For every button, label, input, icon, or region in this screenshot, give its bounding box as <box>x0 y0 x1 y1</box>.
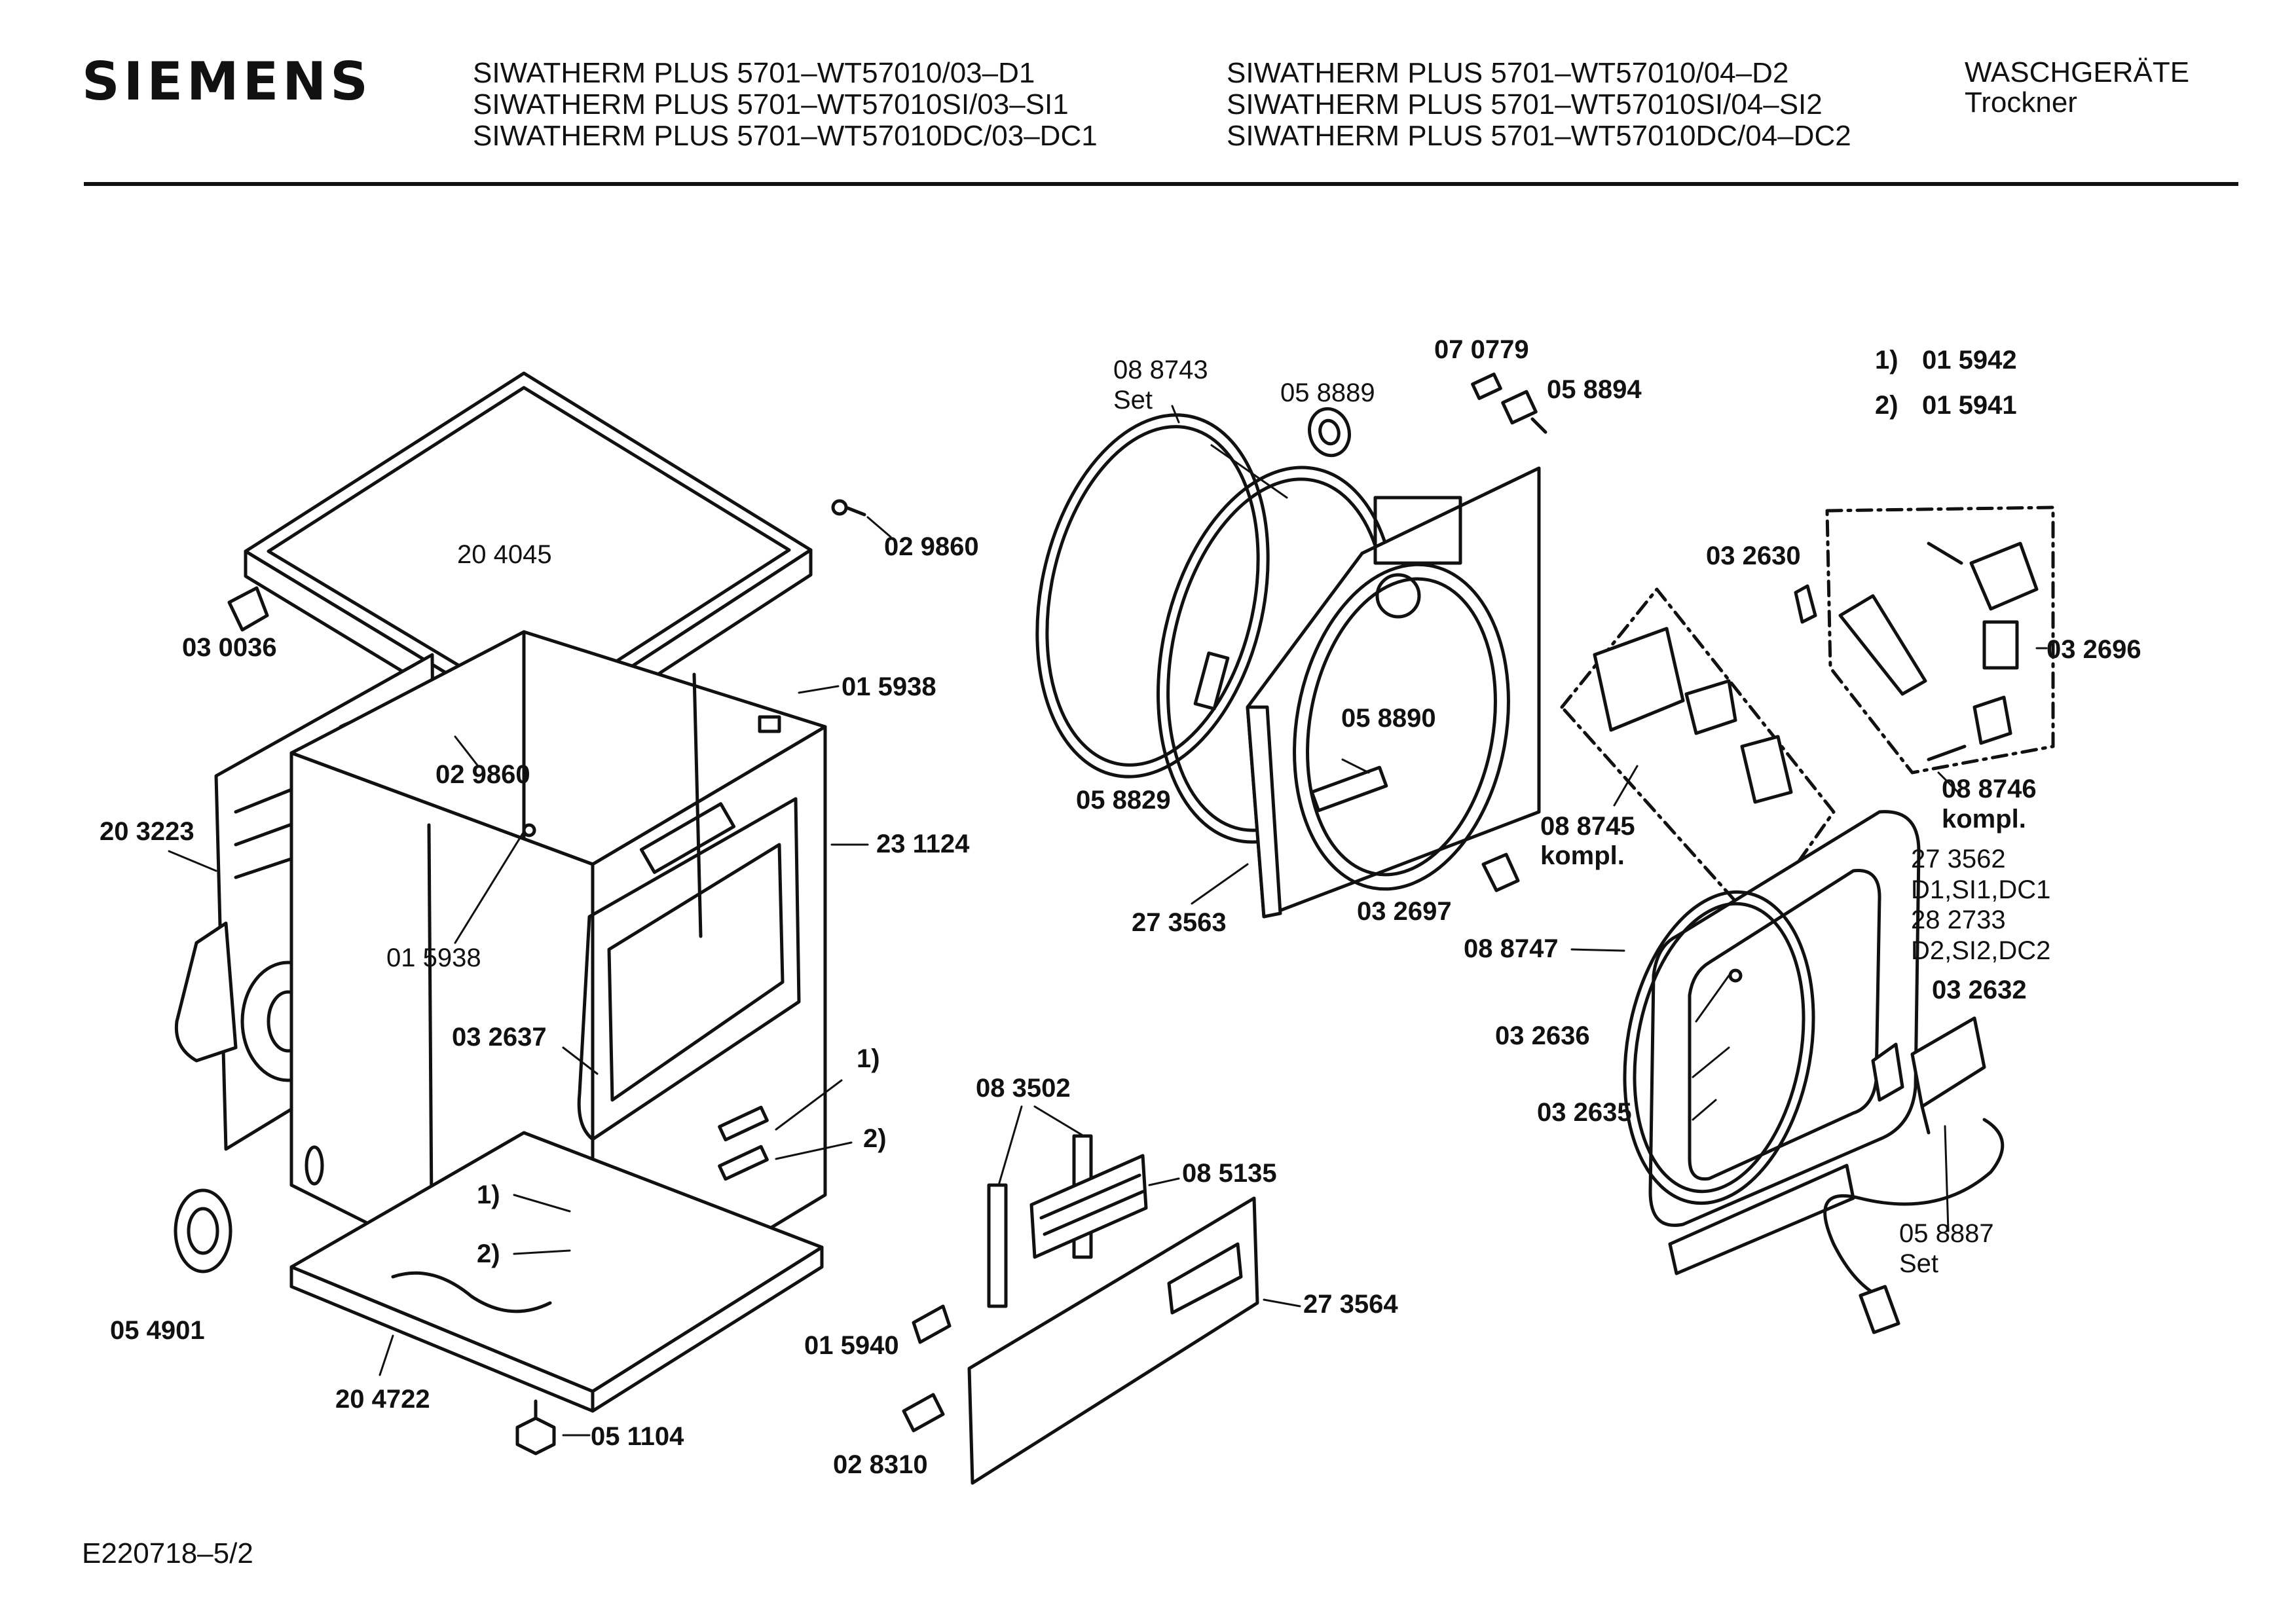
part-label: 05 8894 <box>1547 375 1642 404</box>
front-panel-drawing <box>967 1196 1301 1485</box>
part-label: 20 4722 <box>335 1385 430 1414</box>
heater-cable-drawing <box>1823 1118 2005 1334</box>
variant-label: D2,SI2,DC2 <box>1911 936 2050 965</box>
part-label: 03 2697 <box>1357 897 1452 926</box>
front-bulkhead-drawing <box>1246 466 1541 919</box>
part-label: 02 9860 <box>435 760 530 789</box>
part-label: 08 8743 <box>1113 356 1208 384</box>
part-label: 05 8890 <box>1341 704 1436 733</box>
part-label: kompl. <box>1942 805 2026 833</box>
part-label: 08 8747 <box>1464 934 1559 963</box>
note-marker: 2) <box>477 1239 500 1268</box>
part-label: 28 2733 <box>1911 906 2006 934</box>
note-marker: 1) <box>857 1044 880 1073</box>
switch-drawing <box>1481 852 1520 892</box>
model-line: SIWATHERM PLUS 5701–WT57010/04–D2 <box>1227 57 1789 89</box>
part-label: 08 8746 <box>1942 775 2037 803</box>
part-label: Set <box>1113 386 1153 414</box>
part-label: 01 5938 <box>386 943 481 972</box>
part-label: 27 3563 <box>1132 908 1227 937</box>
foot-drawing <box>515 1399 556 1456</box>
door-screw-drawing <box>1728 968 1743 983</box>
legend-marker: 1) <box>1875 346 1898 375</box>
part-label: 05 8887 <box>1899 1219 1994 1248</box>
category-subtitle: Trockner <box>1965 86 2077 119</box>
category-title: WASCHGERÄTE <box>1965 56 2190 88</box>
part-label: 05 4901 <box>110 1316 205 1345</box>
legend-value: 01 5941 <box>1922 391 2017 420</box>
variant-label: D1,SI1,DC1 <box>1911 875 2050 904</box>
screw-drawing <box>831 499 866 517</box>
part-label: 03 2637 <box>452 1023 547 1052</box>
header-rule <box>84 182 2238 186</box>
part-label: 07 0779 <box>1434 335 1529 364</box>
part-label: 01 5940 <box>804 1331 899 1360</box>
part-label: 20 4045 <box>457 540 552 569</box>
note-marker: 2) <box>863 1124 887 1153</box>
model-list-2: SIWATHERM PLUS 5701–WT57010/04–D2 SIWATH… <box>1227 58 1851 152</box>
part-label: 20 3223 <box>100 817 194 846</box>
thermostat-drawing <box>1308 407 1351 458</box>
model-list-1: SIWATHERM PLUS 5701–WT57010/03–D1 SIWATH… <box>473 58 1098 152</box>
note-marker: 1) <box>477 1181 500 1209</box>
part-label: 27 3564 <box>1303 1290 1398 1319</box>
document-code: E220718–5/2 <box>82 1537 253 1569</box>
door-frame-drawing <box>1623 810 1921 1275</box>
door-lock-kit-drawing <box>1825 505 2055 775</box>
part-label: 03 2696 <box>2046 635 2141 664</box>
clip-drawing <box>227 586 269 632</box>
part-label: 03 2632 <box>1932 976 2027 1004</box>
part-label: 23 1124 <box>876 830 970 858</box>
part-label: 02 8310 <box>833 1450 928 1479</box>
part-label: 03 2635 <box>1537 1098 1632 1127</box>
part-label: Set <box>1899 1249 1938 1278</box>
category-block: WASCHGERÄTE Trockner <box>1965 58 2189 118</box>
part-label: 05 1104 <box>591 1422 684 1451</box>
part-label: 08 8745 <box>1540 812 1635 841</box>
model-line: SIWATHERM PLUS 5701–WT57010SI/04–SI2 <box>1227 88 1823 120</box>
model-line: SIWATHERM PLUS 5701–WT57010DC/04–DC2 <box>1227 120 1851 152</box>
part-label: 05 8829 <box>1076 786 1171 815</box>
sensor-drawing <box>1471 373 1547 434</box>
model-line: SIWATHERM PLUS 5701–WT57010/03–D1 <box>473 57 1035 89</box>
part-label: 08 3502 <box>976 1074 1071 1103</box>
part-label: 08 5135 <box>1182 1159 1277 1188</box>
base-frame-drawing <box>289 1131 824 1413</box>
part-label: 03 0036 <box>182 633 277 662</box>
door-latch-kit-drawing <box>1560 587 1836 925</box>
model-line: SIWATHERM PLUS 5701–WT57010SI/03–SI1 <box>473 88 1069 120</box>
clip-front-drawing <box>902 1304 952 1433</box>
brand-logo: SIEMENS <box>82 51 372 112</box>
bushing-drawing <box>174 1188 232 1273</box>
part-label: 03 2636 <box>1495 1021 1590 1050</box>
part-label: 27 3562 <box>1911 845 2006 873</box>
legend-value: 01 5942 <box>1922 346 2017 375</box>
part-label: kompl. <box>1540 841 1625 870</box>
door-handle-drawing <box>1871 1016 1986 1135</box>
part-label: 03 2630 <box>1706 541 1801 570</box>
legend-marker: 2) <box>1875 391 1898 420</box>
part-label: 01 5938 <box>842 672 936 701</box>
model-line: SIWATHERM PLUS 5701–WT57010DC/03–DC1 <box>473 120 1098 152</box>
lint-filter-drawing <box>987 1134 1148 1308</box>
part-label: 05 8889 <box>1280 378 1375 407</box>
part-label: 02 9860 <box>884 532 979 561</box>
latch-clip-drawing <box>1794 584 1817 624</box>
